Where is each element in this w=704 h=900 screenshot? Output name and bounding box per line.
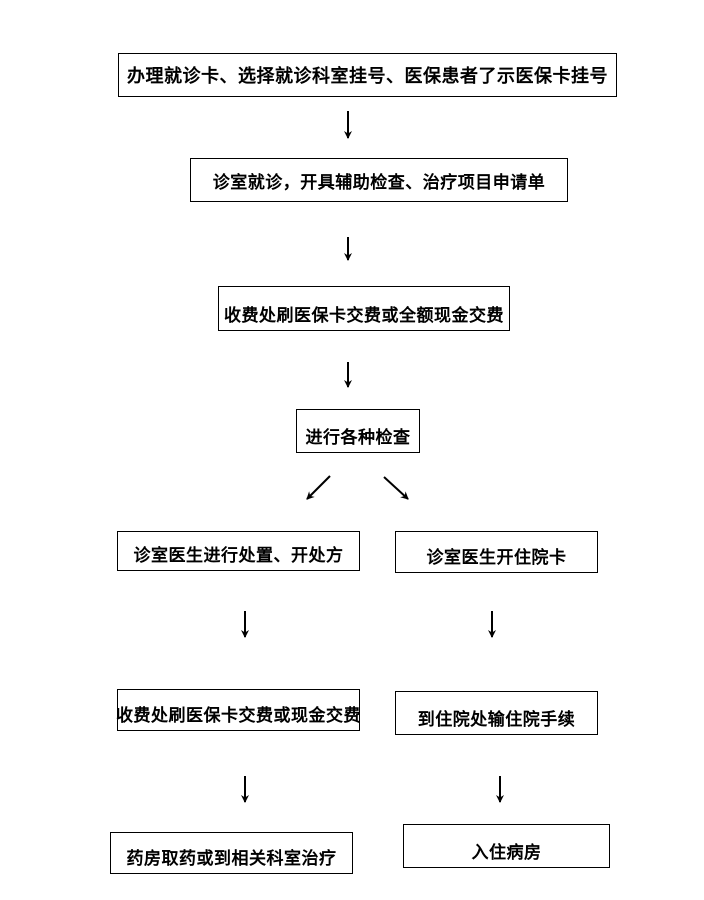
flow-node-clinic-visit: 诊室就诊，开具辅助检查、治疗项目申请单 <box>190 158 568 202</box>
flow-node-pay-cash: 收费处刷医保卡交费或现金交费 <box>116 689 361 731</box>
flow-node-doctor-prescription: 诊室医生进行处置、开处方 <box>117 531 360 571</box>
flow-node-pharmacy-treatment: 药房取药或到相关科室治疗 <box>110 832 353 874</box>
flow-node-register: 办理就诊卡、选择就诊科室挂号、医保患者了示医保卡挂号 <box>118 53 617 97</box>
diagonal-arrow-exams-to-prescription <box>306 475 331 500</box>
flow-node-ward: 入住病房 <box>403 824 610 868</box>
flow-node-doctor-admission: 诊室医生开住院卡 <box>395 531 598 573</box>
flow-node-admission-procedure: 到住院处输住院手续 <box>395 691 598 735</box>
flow-node-pay-full: 收费处刷医保卡交费或全额现金交费 <box>218 286 510 331</box>
flow-node-exams: 进行各种检查 <box>296 409 420 453</box>
diagonal-arrow-exams-to-admission <box>383 476 409 500</box>
